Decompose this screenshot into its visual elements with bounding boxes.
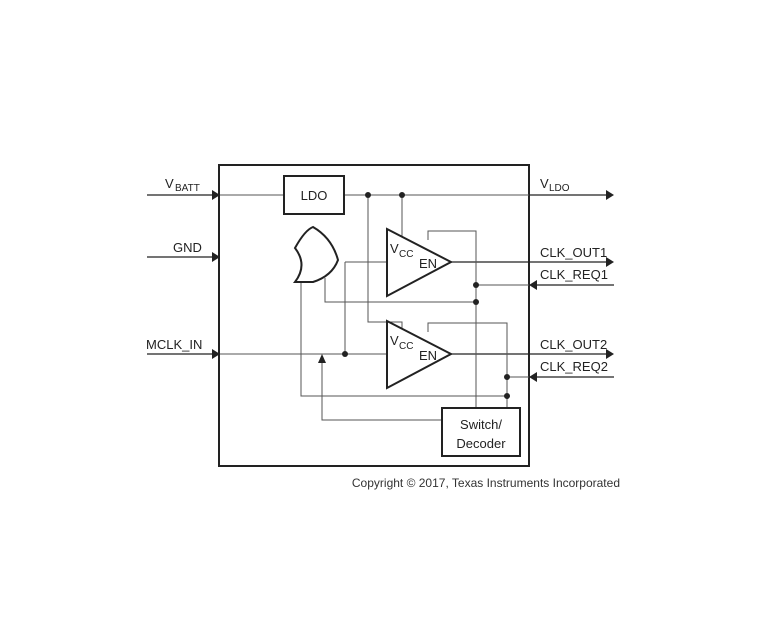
clk-req2-pin: CLK_REQ2 [507, 359, 614, 382]
clk-out1-label: CLK_OUT1 [540, 245, 607, 260]
switch-decoder-line2: Decoder [456, 436, 506, 451]
buffer2-vcc-sub: CC [399, 341, 413, 352]
buffer2-en-label: EN [419, 348, 437, 363]
clk-out1-pin: CLK_OUT1 [451, 245, 614, 267]
buffer1-en-label: EN [419, 256, 437, 271]
gnd-pin: GND [147, 240, 220, 262]
feedback-arrowhead [318, 354, 326, 363]
clk-out2-label: CLK_OUT2 [540, 337, 607, 352]
clk-out2-pin: CLK_OUT2 [451, 337, 614, 359]
buffer2-vcc-main: V [390, 333, 399, 348]
vldo-pin: V LDO [529, 176, 614, 200]
or-gate [292, 225, 340, 283]
junction-dots [342, 192, 510, 399]
mclk-in-label: MCLK_IN [146, 337, 202, 352]
buffer1-vcc-sub: CC [399, 249, 413, 260]
vbatt-label-sub: BATT [175, 183, 200, 194]
vbatt-pin: V BATT [147, 176, 220, 200]
clk-req1-pin: CLK_REQ1 [476, 267, 614, 290]
switch-decoder-line1: Switch/ [460, 417, 502, 432]
buffer1-vcc-main: V [390, 241, 399, 256]
clk-req1-label: CLK_REQ1 [540, 267, 608, 282]
internal-wiring [220, 194, 529, 421]
switch-decoder-block: Switch/ Decoder [441, 407, 521, 457]
vldo-label-sub: LDO [549, 183, 570, 194]
clk-req2-label: CLK_REQ2 [540, 359, 608, 374]
mclk-in-pin: MCLK_IN [146, 337, 220, 359]
copyright-text: Copyright © 2017, Texas Instruments Inco… [352, 476, 620, 490]
clock-buffer-1: V CC EN [386, 227, 454, 298]
chip-outline [218, 164, 530, 467]
ldo-block: LDO [283, 175, 345, 215]
vbatt-label-main: V [165, 176, 174, 191]
ldo-label: LDO [301, 188, 328, 203]
vldo-label-main: V [540, 176, 549, 191]
clock-buffer-2: V CC EN [386, 319, 454, 390]
gnd-label: GND [173, 240, 202, 255]
